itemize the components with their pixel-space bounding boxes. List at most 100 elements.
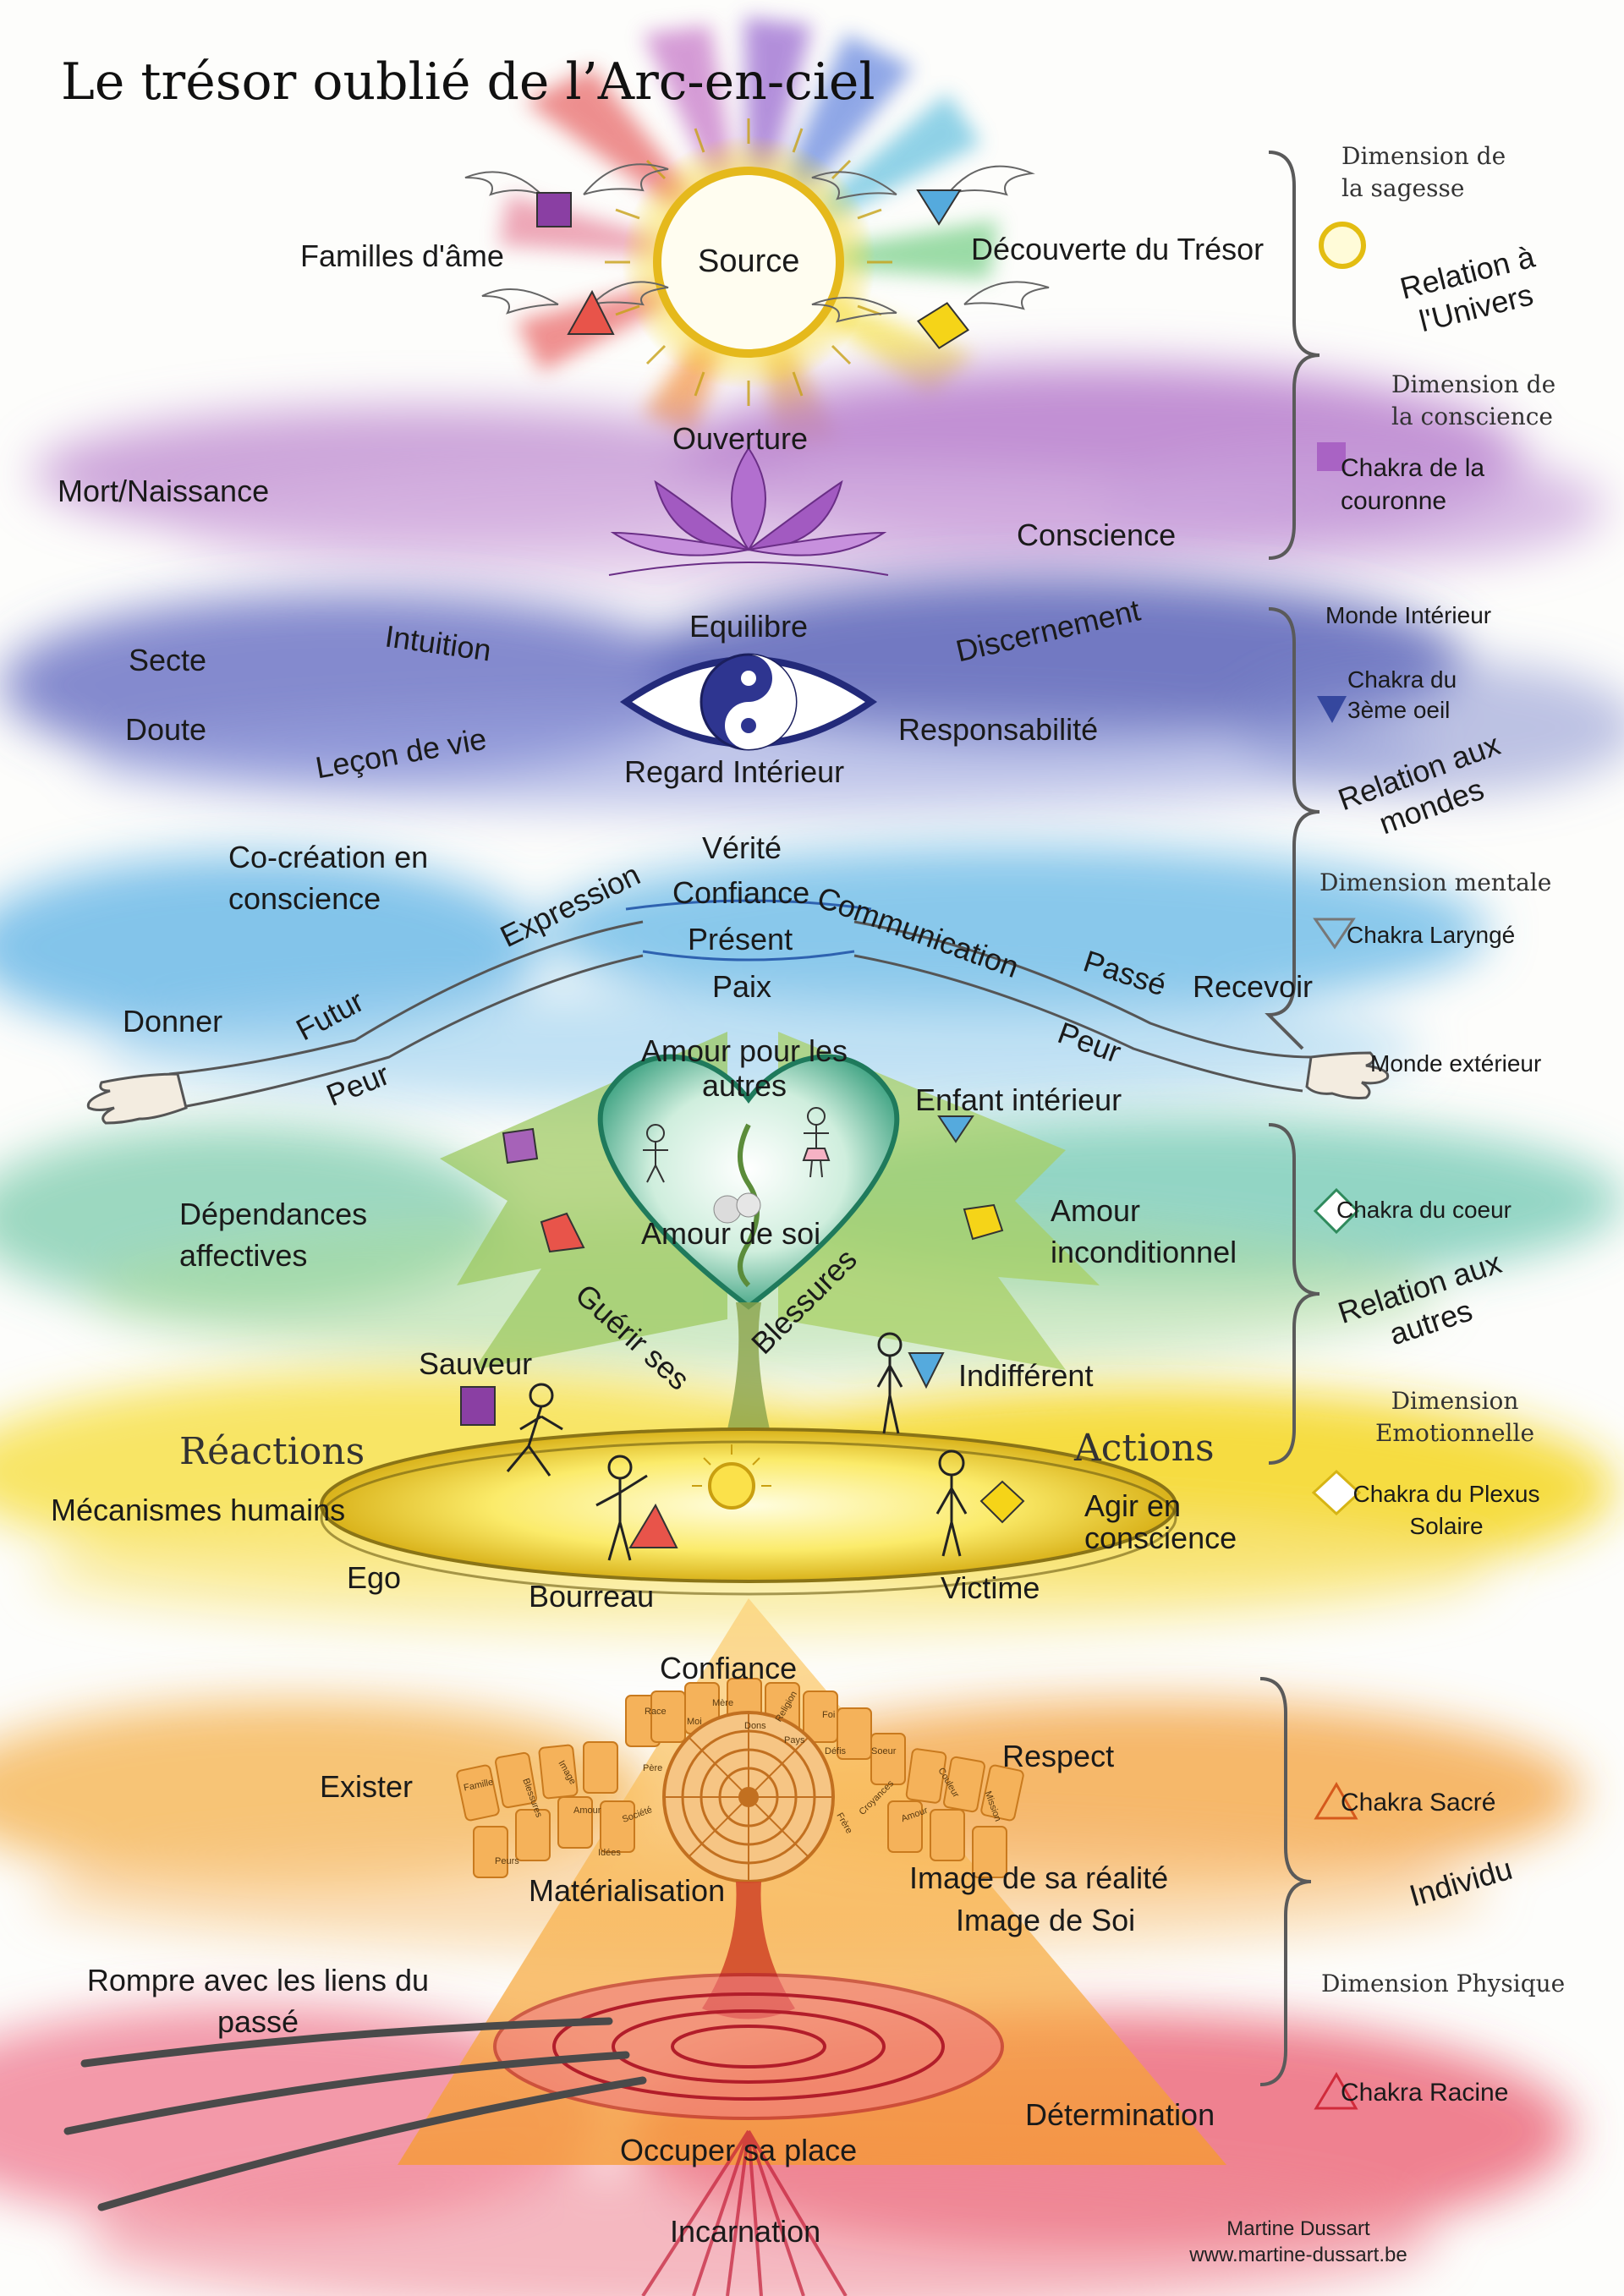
- label-actions: Actions: [1074, 1427, 1215, 1470]
- triangle-orange-icon: [1314, 1782, 1358, 1820]
- signature-url[interactable]: www.martine-dussart.be: [1189, 2244, 1407, 2267]
- square-violet-icon: [1317, 442, 1346, 471]
- yin-yang-icon: [700, 653, 798, 751]
- card-arc: [456, 1678, 1024, 1878]
- label-confiance-gorge: Confiance: [672, 875, 810, 910]
- square-violet-icon: [536, 192, 572, 227]
- card-word: Dons: [744, 1721, 766, 1731]
- label-chakra-sacre: Chakra Sacré: [1341, 1789, 1496, 1817]
- wing-icon: [464, 163, 1050, 323]
- diamond-green-icon: [1313, 1187, 1360, 1235]
- label-victime: Victime: [941, 1570, 1040, 1605]
- hand-icon: [86, 1051, 1390, 1125]
- card-word: Pays: [784, 1735, 805, 1745]
- label-exister: Exister: [320, 1769, 414, 1804]
- card-word: Amour: [573, 1806, 601, 1816]
- violet-band: [34, 364, 1607, 584]
- label-confiance-sacre: Confiance: [660, 1651, 798, 1685]
- diamond-yellow-icon: [1311, 1469, 1362, 1516]
- signature-name: Martine Dussart: [1226, 2217, 1370, 2240]
- label-chakra-couronne: Chakra de la couronne: [1341, 454, 1485, 515]
- label-amour-incond: Amour inconditionnel: [1051, 1193, 1237, 1269]
- label-familles: Familles d'âme: [300, 238, 504, 273]
- label-reactions: Réactions: [179, 1430, 365, 1473]
- root-rays: [641, 2129, 848, 2296]
- label-incarnation: Incarnation: [670, 2214, 821, 2249]
- label-mort: Mort/Naissance: [58, 474, 270, 508]
- square-violet-icon: [460, 1386, 496, 1426]
- triangle-red-icon: [567, 289, 615, 335]
- card-word: Défis: [825, 1746, 847, 1756]
- label-secte: Secte: [129, 643, 207, 677]
- label-bourreau: Bourreau: [529, 1579, 655, 1614]
- label-occuper: Occuper sa place: [620, 2133, 858, 2167]
- label-dim-sagesse: Dimension de la sagesse: [1341, 142, 1506, 202]
- card-word: Soeur: [871, 1746, 897, 1756]
- tree-trunk: [727, 1302, 770, 1433]
- label-dim-mentale: Dimension mentale: [1320, 869, 1552, 896]
- cords: [63, 2017, 647, 2211]
- card-word: Moi: [687, 1717, 702, 1727]
- label-dependances: Dépendances affectives: [179, 1197, 368, 1273]
- label-present: Présent: [688, 922, 793, 956]
- label-chakra-3eme: Chakra du 3ème oeil: [1347, 666, 1457, 724]
- label-equilibre: Equilibre: [689, 609, 809, 644]
- label-monde-exterieur: Monde extérieur: [1370, 1050, 1542, 1077]
- card-word: Idées: [598, 1848, 621, 1858]
- triangle-blue-icon: [908, 1352, 945, 1389]
- label-source: Source: [698, 244, 800, 279]
- eye-icon: [619, 653, 878, 751]
- puzzle-violet-icon: [502, 1127, 539, 1164]
- puzzle-blue-icon: [937, 1115, 974, 1143]
- label-image-soi: Image de Soi: [956, 1903, 1136, 1937]
- label-cocreation: Co-création en conscience: [228, 840, 429, 916]
- label-recevoir: Recevoir: [1193, 969, 1314, 1004]
- lotus-icon: [608, 447, 889, 576]
- sun-icon: [605, 118, 892, 406]
- card-word: Mère: [712, 1698, 734, 1708]
- heart-icon: [597, 1054, 900, 1310]
- diamond-yellow-icon: [979, 1480, 1025, 1524]
- card-word: Père: [643, 1763, 663, 1773]
- label-agir: Agir en conscience: [1084, 1488, 1237, 1555]
- people-figures: [506, 1332, 968, 1561]
- label-chakra-plexus: Chakra du Plexus Solaire: [1352, 1481, 1540, 1539]
- label-amour-soi: Amour de soi: [641, 1216, 821, 1251]
- label-materialisation: Matérialisation: [529, 1873, 726, 1908]
- label-chakra-racine: Chakra Racine: [1341, 2079, 1509, 2107]
- label-sauveur: Sauveur: [419, 1346, 533, 1381]
- children-figures: [643, 1107, 831, 1183]
- label-paix: Paix: [712, 969, 772, 1004]
- diamond-yellow-icon: [916, 302, 970, 349]
- label-monde-interieur: Monde Intérieur: [1325, 602, 1492, 628]
- card-word: Peurs: [495, 1856, 519, 1866]
- label-enfant: Enfant intérieur: [915, 1082, 1122, 1117]
- label-ego: Ego: [347, 1560, 402, 1595]
- braces: [1259, 151, 1320, 2086]
- puzzle-yellow-icon: [963, 1203, 1004, 1241]
- label-amour-autres: Amour pour les autres: [640, 1033, 848, 1104]
- throat-waves: [625, 899, 872, 962]
- triangle-red-icon: [628, 1503, 678, 1548]
- blue-band: [0, 846, 1489, 1108]
- label-chakra-larynge: Chakra Laryngé: [1347, 922, 1516, 948]
- label-doute: Doute: [125, 712, 207, 747]
- label-verite: Vérité: [702, 830, 782, 865]
- label-mecanismes: Mécanismes humains: [51, 1493, 346, 1527]
- label-ouverture: Ouverture: [672, 421, 809, 456]
- label-conscience: Conscience: [1017, 518, 1177, 552]
- triangle-blue-icon: [916, 189, 962, 226]
- poster-title: Le trésor oublié de l’Arc-en-ciel: [61, 52, 875, 112]
- label-chakra-coeur: Chakra du coeur: [1336, 1197, 1512, 1223]
- label-dim-conscience: Dimension de la conscience: [1391, 370, 1556, 430]
- label-indifferent: Indifférent: [958, 1358, 1094, 1393]
- label-dim-physique: Dimension Physique: [1321, 1970, 1566, 1997]
- card-word: Race: [645, 1707, 667, 1717]
- puzzle-red-icon: [540, 1212, 585, 1253]
- target-icon: [662, 1711, 835, 1883]
- label-determination: Détermination: [1025, 2097, 1215, 2132]
- label-donner: Donner: [123, 1004, 223, 1038]
- triangle-outline-icon: [1313, 918, 1356, 950]
- card-word: Foi: [822, 1710, 836, 1720]
